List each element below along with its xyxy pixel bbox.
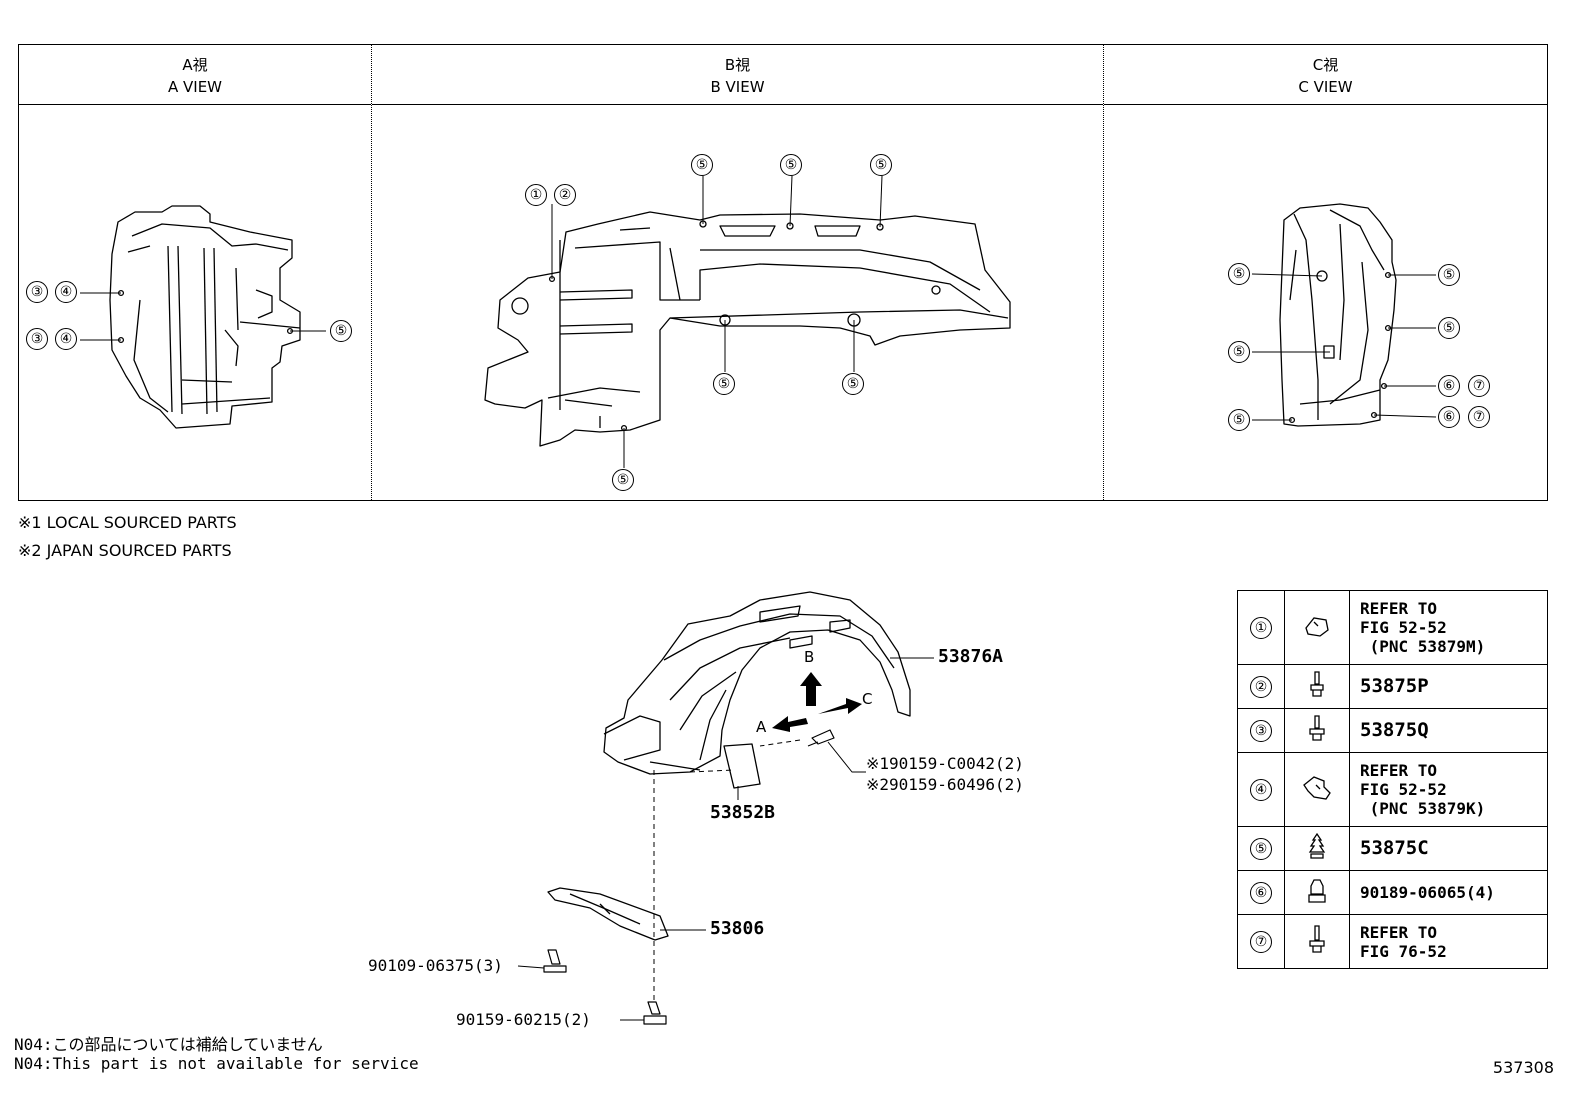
fastener-legend-table: ① REFER TO FIG 52-52 (PNC 53879M) ② 5387… xyxy=(1237,590,1548,969)
bolt-glyphs xyxy=(543,729,835,1025)
fender-liner-sketch xyxy=(547,591,911,941)
legend-number: ① xyxy=(1250,616,1272,639)
legend-row: ③ 53875Q xyxy=(1237,708,1548,753)
legend-number: ⑥ xyxy=(1250,881,1272,904)
view-c-callout-5-d: ⑤ xyxy=(1438,264,1460,286)
screw-icon xyxy=(1310,670,1324,697)
legend-number: ④ xyxy=(1250,778,1272,801)
view-b-callout-5-d: ⑤ xyxy=(713,373,735,395)
view-a-leaders xyxy=(80,292,326,341)
legend-row: ⑥ 90189-06065(4) xyxy=(1237,870,1548,915)
view-a-header: A視 A VIEW xyxy=(19,45,371,105)
view-b-callout-5-a: ⑤ xyxy=(691,154,713,176)
legend-number: ⑦ xyxy=(1250,930,1272,953)
view-c-callout-7-a: ⑦ xyxy=(1468,375,1490,397)
view-c-callout-6-a: ⑥ xyxy=(1438,375,1460,397)
legend-row: ① REFER TO FIG 52-52 (PNC 53879M) xyxy=(1237,590,1548,665)
view-b-callout-5-c: ⑤ xyxy=(870,154,892,176)
assembly-lines xyxy=(653,739,801,1000)
view-b-callout-5-e: ⑤ xyxy=(842,373,864,395)
view-c-title-en: C VIEW xyxy=(1298,78,1353,96)
screw-icon xyxy=(1309,924,1325,953)
view-b-callout-2: ② xyxy=(554,184,576,206)
view-a-cell: A視 A VIEW xyxy=(19,45,371,500)
part-label-53852b: 53852B xyxy=(710,802,776,823)
legend-number: ⑤ xyxy=(1250,837,1272,860)
view-b-callout-5-b: ⑤ xyxy=(780,154,802,176)
legend-row: ④ REFER TO FIG 52-52 (PNC 53879K) xyxy=(1237,752,1548,827)
part-label-bolt-60215: 90159-60215(2) xyxy=(456,1010,591,1029)
view-b-header: B視 B VIEW xyxy=(372,45,1103,105)
view-c-liner-sketch xyxy=(1279,203,1397,427)
legend-row: ⑤ 53875C xyxy=(1237,826,1548,871)
view-a-callout-4-lower: ④ xyxy=(55,328,77,350)
part-label-bolt-c0042: ※190159-C0042(2) xyxy=(866,754,1024,773)
clip-icon xyxy=(1305,616,1329,637)
view-c-callout-5-e: ⑤ xyxy=(1438,317,1460,339)
figure-code: 537308 xyxy=(1492,1058,1554,1077)
arrow-label-b: B xyxy=(804,648,815,666)
legend-text: 90189-06065(4) xyxy=(1349,870,1548,915)
view-a-callout-5: ⑤ xyxy=(330,320,352,342)
views-panel: A視 A VIEW B視 B VIEW C視 C VIEW xyxy=(18,44,1548,501)
view-c-callout-5-a: ⑤ xyxy=(1228,263,1250,285)
note-japan-sourced: ※2 JAPAN SOURCED PARTS xyxy=(18,541,232,560)
view-c-title-jp: C視 xyxy=(1312,56,1339,74)
view-b-callout-5-f: ⑤ xyxy=(612,469,634,491)
push-clip-icon xyxy=(1308,832,1326,859)
view-c-callout-5-c: ⑤ xyxy=(1228,409,1250,431)
nut-clip-icon xyxy=(1303,775,1331,800)
legend-text: REFER TO FIG 52-52 (PNC 53879M) xyxy=(1349,590,1548,665)
arrow-label-c: C xyxy=(862,690,873,708)
legend-number: ③ xyxy=(1250,719,1272,742)
footer-note-en: N04:This part is not available for servi… xyxy=(14,1054,419,1073)
view-c-callout-6-b: ⑥ xyxy=(1438,406,1460,428)
legend-text: REFER TO FIG 76-52 xyxy=(1349,914,1548,969)
view-c-header: C視 C VIEW xyxy=(1104,45,1547,105)
view-b-leaders xyxy=(551,175,883,468)
direction-arrows xyxy=(772,672,862,732)
view-c-cell: C視 C VIEW xyxy=(1103,45,1547,500)
view-b-title-jp: B視 xyxy=(724,56,751,74)
legend-text: 53875P xyxy=(1349,664,1548,709)
view-a-callout-3-upper: ③ xyxy=(26,281,48,303)
view-c-callout-5-b: ⑤ xyxy=(1228,341,1250,363)
arrow-label-a: A xyxy=(756,718,767,736)
view-a-title-jp: A視 xyxy=(182,56,208,74)
legend-text: 53875Q xyxy=(1349,708,1548,753)
legend-row: ⑦ REFER TO FIG 76-52 xyxy=(1237,914,1548,969)
part-label-bolt-60496: ※290159-60496(2) xyxy=(866,775,1024,794)
view-b-title-en: B VIEW xyxy=(710,78,765,96)
legend-text: 53875C xyxy=(1349,826,1548,871)
view-a-callout-4-upper: ④ xyxy=(55,281,77,303)
view-a-title-en: A VIEW xyxy=(167,78,223,96)
view-c-leaders xyxy=(1251,273,1437,421)
note-local-sourced: ※1 LOCAL SOURCED PARTS xyxy=(18,513,237,532)
nut-icon xyxy=(1308,878,1326,903)
view-c-callout-7-b: ⑦ xyxy=(1468,406,1490,428)
part-leaders xyxy=(517,657,934,1021)
screw-icon xyxy=(1309,714,1325,741)
view-a-liner-sketch xyxy=(109,205,301,429)
legend-row: ② 53875P xyxy=(1237,664,1548,709)
legend-number: ② xyxy=(1250,675,1272,698)
footer-note-jp: N04:この部品については補給していません xyxy=(14,1035,323,1054)
part-label-53876a: 53876A xyxy=(938,646,1004,667)
view-b-liner-sketch xyxy=(484,211,1011,447)
legend-text: REFER TO FIG 52-52 (PNC 53879K) xyxy=(1349,752,1548,827)
view-b-cell: B視 B VIEW xyxy=(371,45,1103,500)
part-label-bolt-06375: 90109-06375(3) xyxy=(368,956,503,975)
view-b-callout-1: ① xyxy=(525,184,547,206)
part-label-53806: 53806 xyxy=(710,918,765,939)
view-a-callout-3-lower: ③ xyxy=(26,328,48,350)
